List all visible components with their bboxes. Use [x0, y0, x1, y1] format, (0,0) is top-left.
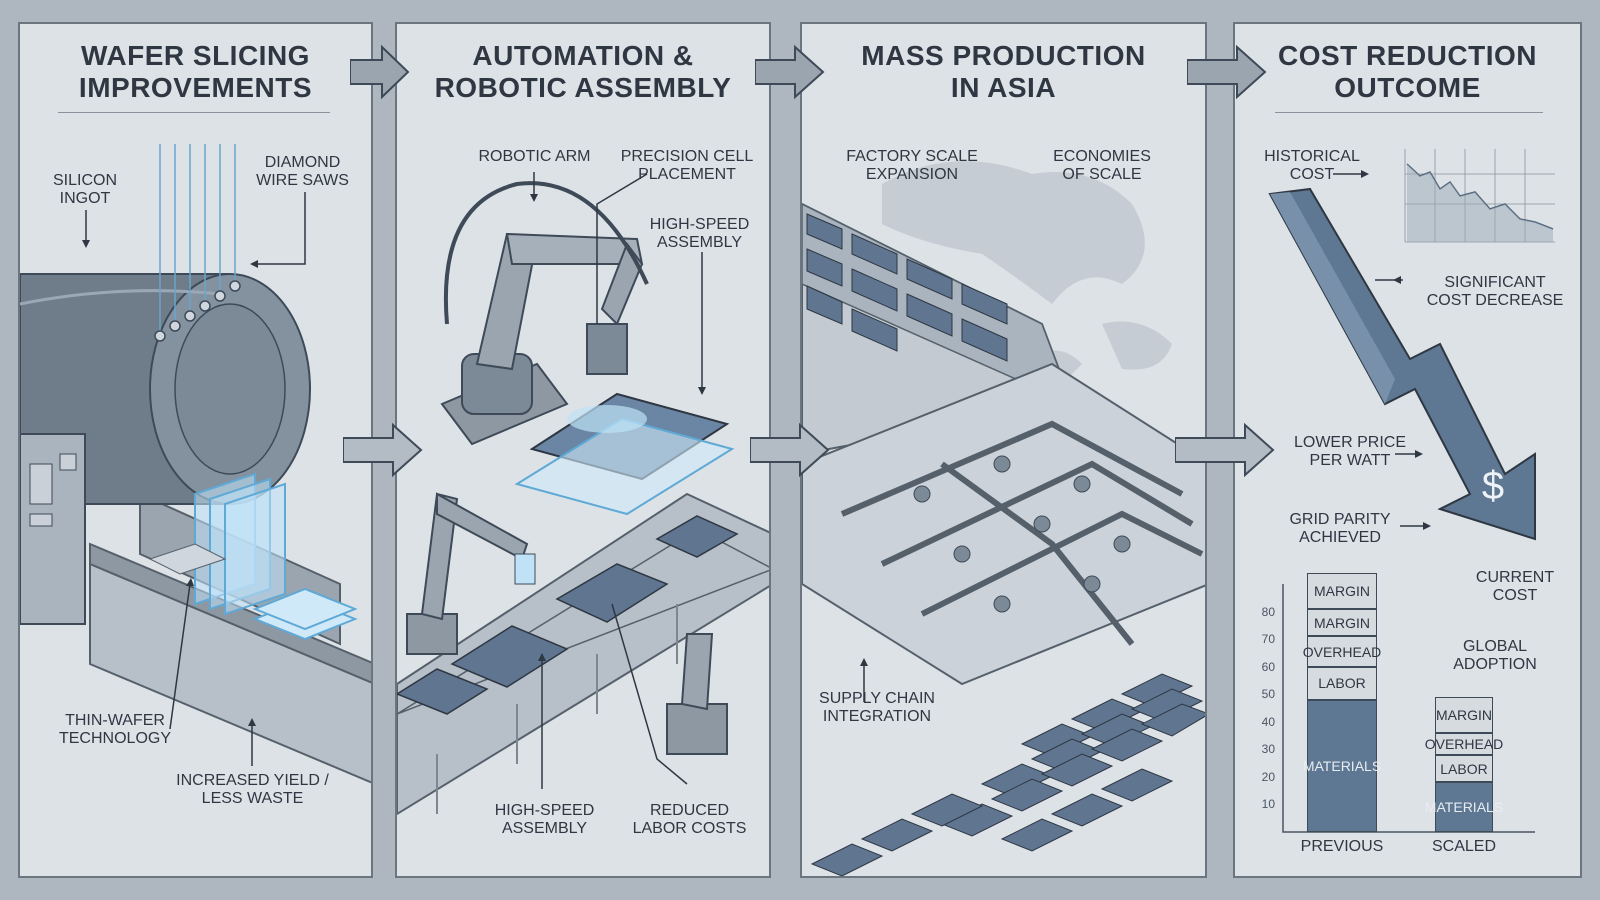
y-tick-label: 10 — [1261, 797, 1275, 812]
y-tick-label: 50 — [1261, 687, 1275, 702]
wafer-slicing-illustration — [20, 144, 371, 784]
title-divider — [58, 112, 330, 113]
bar-segment-margin: MARGIN — [1307, 572, 1377, 609]
title-divider — [1275, 112, 1543, 113]
label-increased-yield: INCREASED YIELD /LESS WASTE — [176, 772, 329, 807]
y-tick-label: 60 — [1261, 659, 1275, 674]
robotic-assembly-illustration — [397, 172, 769, 816]
bar-segment-overhead: OVERHEAD — [1303, 636, 1381, 667]
flow-arrow-3-mid — [1175, 422, 1275, 478]
y-tick-label: 20 — [1261, 769, 1275, 784]
y-tick-label: 30 — [1261, 742, 1275, 757]
x-category-label: PREVIOUS — [1300, 838, 1384, 855]
dollar-sign-icon: $ — [1481, 464, 1505, 508]
cost-decrease-illustration — [1268, 149, 1555, 541]
bar-segment-margin: MARGIN — [1307, 608, 1377, 637]
y-tick-label: 80 — [1261, 604, 1275, 619]
label-robotic-arm: ROBOTIC ARM — [478, 148, 591, 165]
panel-automation: AUTOMATION &ROBOTIC ASSEMBLY ROBOTIC ARM… — [395, 22, 771, 878]
bar-segment-labor: LABOR — [1307, 666, 1377, 700]
bar-segment-labor: LABOR — [1435, 754, 1493, 783]
y-tick-label: 40 — [1261, 714, 1275, 729]
x-category-label: SCALED — [1431, 838, 1497, 855]
flow-arrow-1-top — [350, 44, 410, 100]
bar-segment-margin: MARGIN — [1435, 696, 1493, 733]
bar-segment-materials: MATERIALS — [1425, 782, 1503, 832]
flow-arrow-2-mid — [750, 422, 830, 478]
panel-title: AUTOMATION &ROBOTIC ASSEMBLY — [434, 40, 732, 103]
bar-segment-overhead: OVERHEAD — [1425, 732, 1503, 755]
flow-arrow-3-top — [1187, 44, 1267, 100]
chart-axes — [1282, 584, 1535, 833]
flow-arrow-1-mid — [343, 422, 423, 478]
bar-segment-materials: MATERIALS — [1303, 699, 1381, 832]
chart-axis-line — [1282, 584, 1535, 833]
flow-arrow-2-top — [755, 44, 825, 100]
y-tick-label: 70 — [1261, 632, 1275, 647]
factory-illustration — [802, 161, 1205, 876]
